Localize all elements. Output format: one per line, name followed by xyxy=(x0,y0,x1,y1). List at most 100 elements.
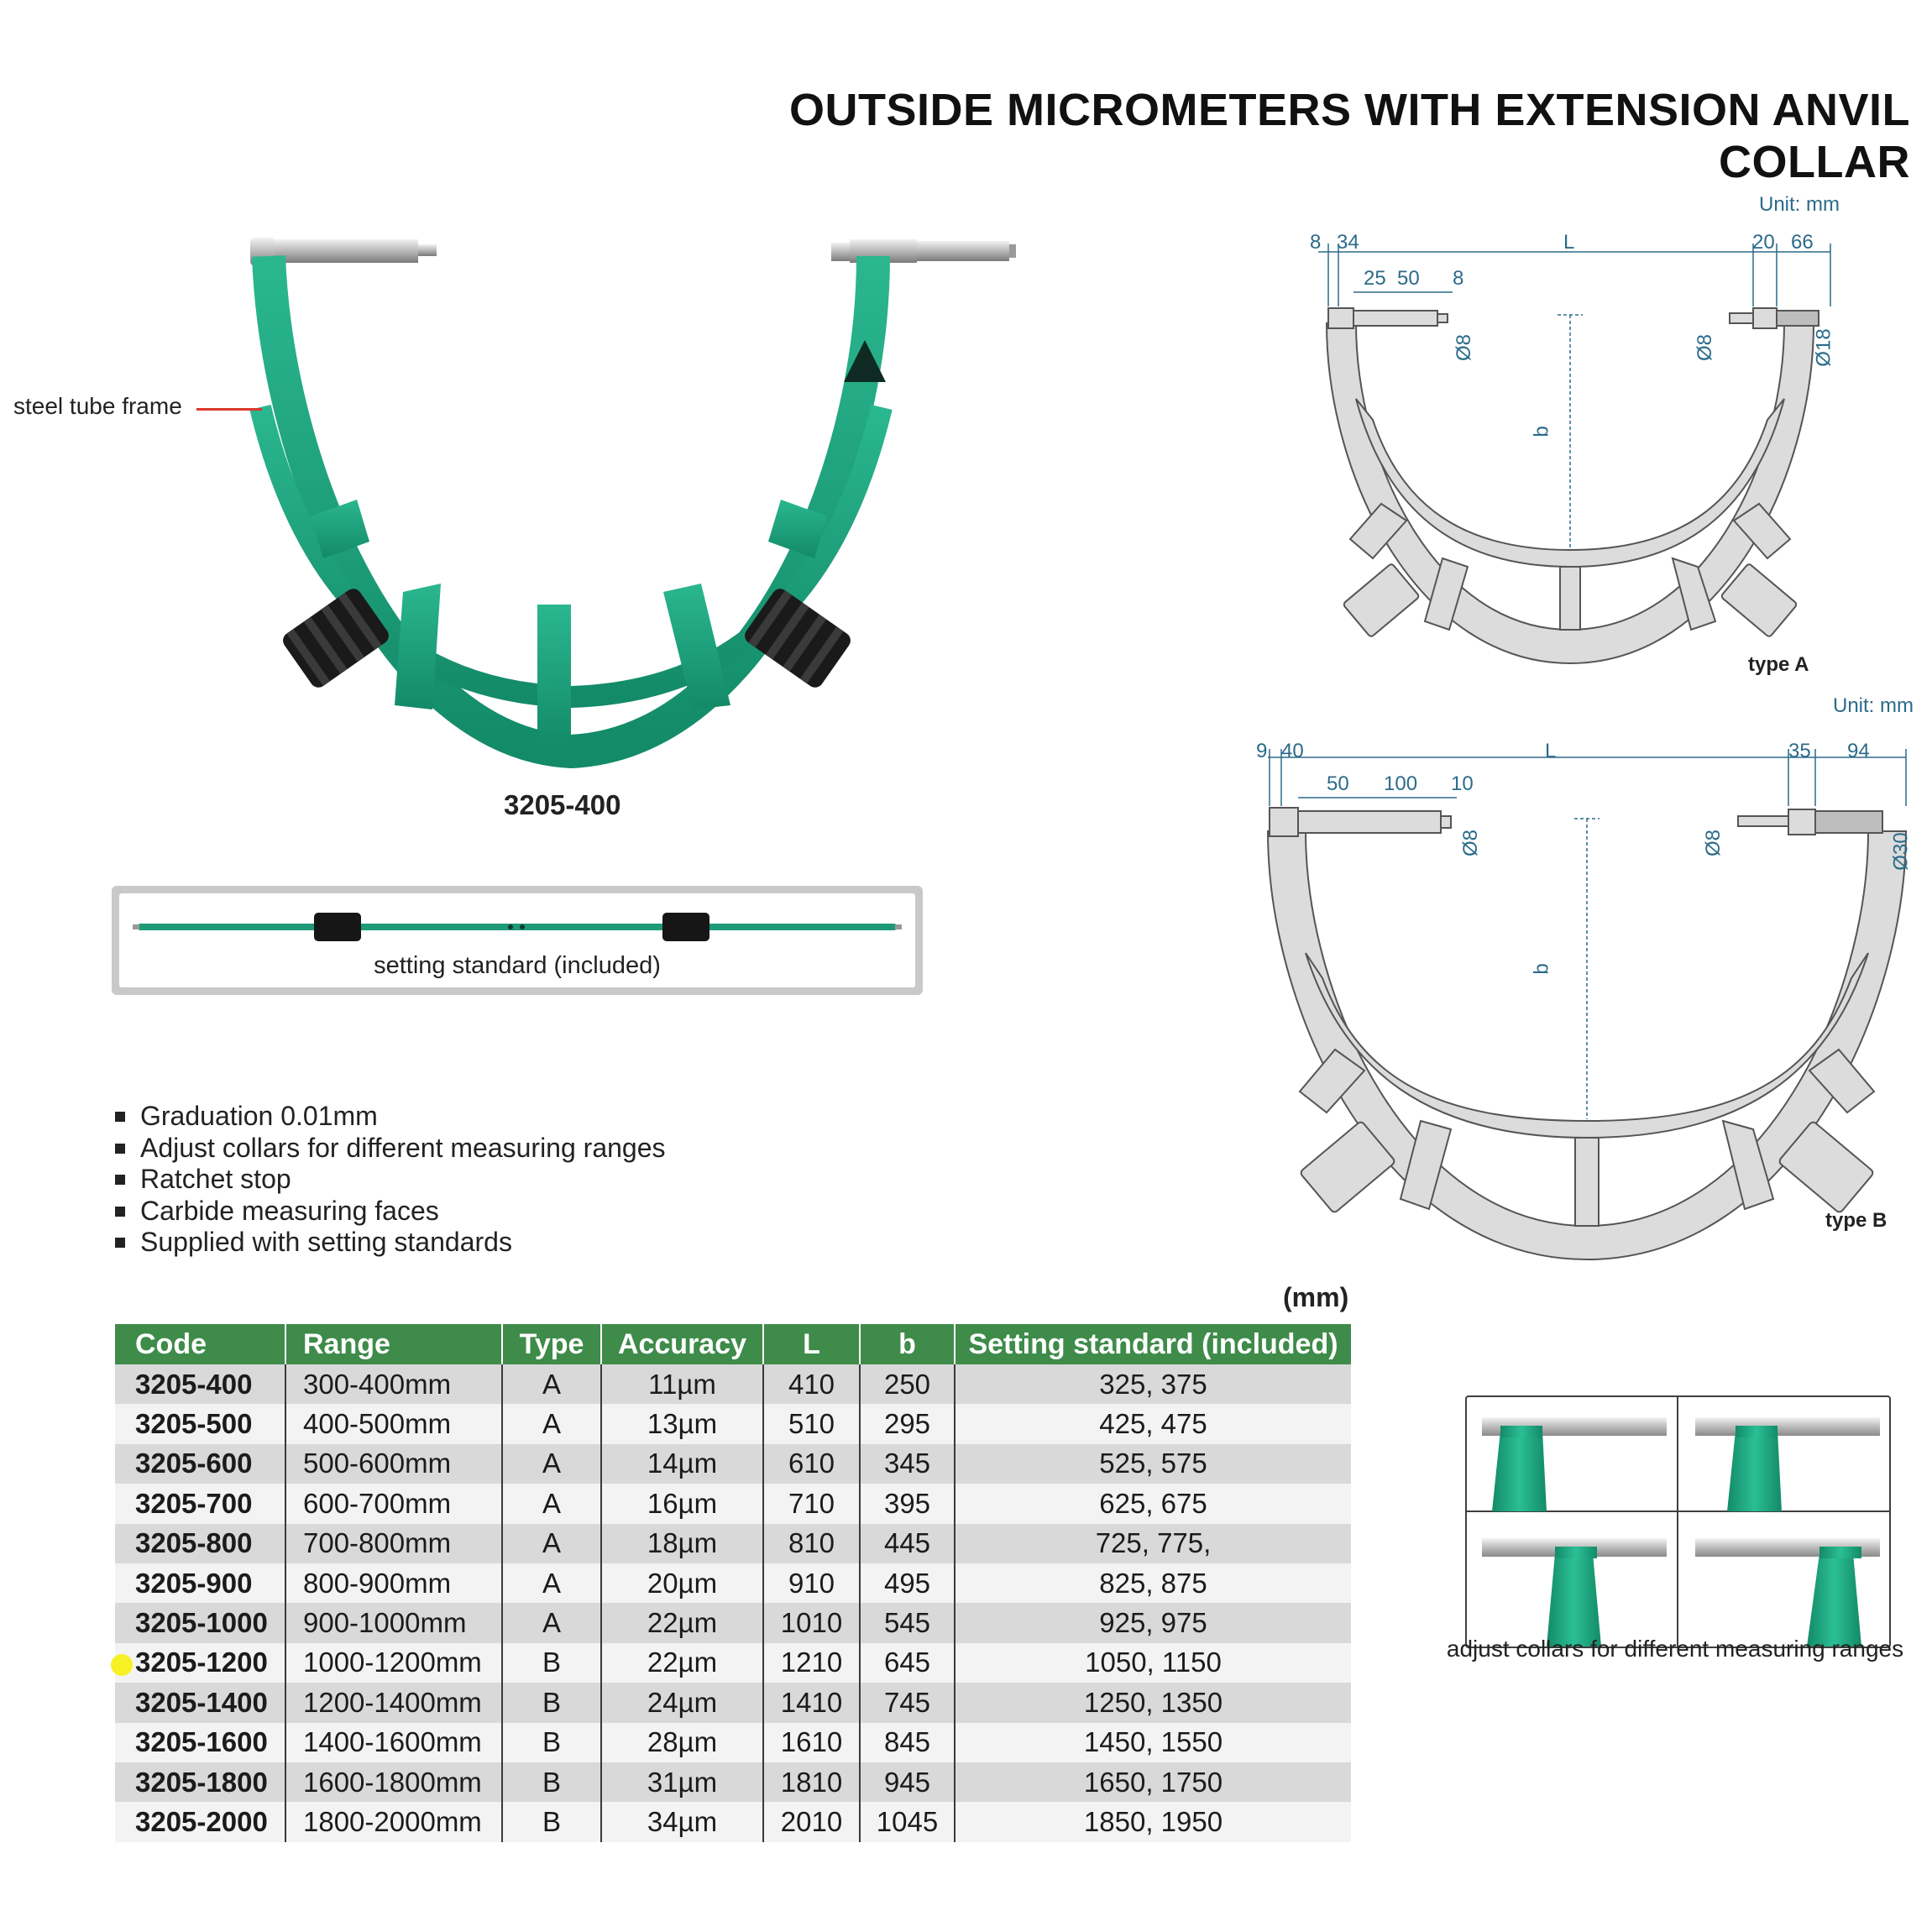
feature-item: Carbide measuring faces xyxy=(113,1196,666,1228)
cell-b: 1045 xyxy=(860,1802,956,1842)
cell-accuracy: 20µm xyxy=(601,1563,764,1604)
cell-code: 3205-900 xyxy=(115,1563,286,1604)
cell-setting-standard: 525, 575 xyxy=(955,1443,1351,1484)
cell-range: 700-800mm xyxy=(285,1523,503,1563)
cell-L: 1810 xyxy=(763,1762,861,1803)
cell-code: 3205-400 xyxy=(115,1364,286,1405)
cell-b: 395 xyxy=(860,1484,956,1524)
dim-b-dia8-right: Ø8 xyxy=(1702,829,1725,857)
table-header-row: Code Range Type Accuracy L b Setting sta… xyxy=(115,1324,1351,1364)
cell-b: 445 xyxy=(860,1523,956,1563)
frame-callout-label: steel tube frame xyxy=(13,393,182,419)
cell-accuracy: 16µm xyxy=(601,1484,764,1524)
col-header-code: Code xyxy=(115,1324,286,1364)
highlight-dot xyxy=(111,1654,133,1676)
cell-type: B xyxy=(502,1802,602,1842)
dim-a-34: 34 xyxy=(1337,231,1359,254)
cell-L: 2010 xyxy=(763,1802,861,1842)
diagram-b-unit: Unit: mm xyxy=(1833,694,1914,717)
cell-code: 3205-1800 xyxy=(115,1762,286,1803)
cell-setting-standard: 1450, 1550 xyxy=(955,1722,1351,1762)
micrometer-product-image xyxy=(249,238,1016,769)
cell-accuracy: 28µm xyxy=(601,1722,764,1762)
cell-accuracy: 14µm xyxy=(601,1443,764,1484)
cell-L: 710 xyxy=(763,1484,861,1524)
cell-type: A xyxy=(502,1404,602,1444)
feature-item: Adjust collars for different measuring r… xyxy=(113,1133,666,1165)
cell-range: 400-500mm xyxy=(285,1404,503,1444)
feature-item: Ratchet stop xyxy=(113,1164,666,1196)
page-title: OUTSIDE MICROMETERS WITH EXTENSION ANVIL… xyxy=(788,85,1910,187)
cell-b: 545 xyxy=(860,1603,956,1643)
dim-b-9: 9 xyxy=(1256,740,1268,762)
cell-range: 800-900mm xyxy=(285,1563,503,1604)
dim-a-8: 8 xyxy=(1310,231,1322,254)
col-header-range: Range xyxy=(285,1324,503,1364)
cell-range: 300-400mm xyxy=(285,1364,503,1405)
cell-accuracy: 31µm xyxy=(601,1762,764,1803)
diagram-b-type-label: type B xyxy=(1825,1209,1887,1232)
cell-code: 3205-1600 xyxy=(115,1722,286,1762)
cell-code: 3205-1200 xyxy=(115,1642,286,1683)
cell-type: A xyxy=(502,1603,602,1643)
cell-range: 1400-1600mm xyxy=(285,1722,503,1762)
bullet-square-icon xyxy=(115,1175,125,1185)
cell-b: 645 xyxy=(860,1642,956,1683)
feature-item: Supplied with setting standards xyxy=(113,1227,666,1259)
bullet-square-icon xyxy=(115,1143,125,1154)
cell-b: 345 xyxy=(860,1443,956,1484)
cell-range: 1200-1400mm xyxy=(285,1683,503,1723)
dim-a-b: b xyxy=(1530,426,1553,437)
cell-L: 410 xyxy=(763,1364,861,1405)
cell-L: 610 xyxy=(763,1443,861,1484)
cell-accuracy: 18µm xyxy=(601,1523,764,1563)
cell-setting-standard: 425, 475 xyxy=(955,1404,1351,1444)
dim-b-40: 40 xyxy=(1281,740,1304,762)
cell-setting-standard: 1850, 1950 xyxy=(955,1802,1351,1842)
cell-range: 1000-1200mm xyxy=(285,1642,503,1683)
cell-setting-standard: 725, 775, xyxy=(955,1523,1351,1563)
cell-type: B xyxy=(502,1683,602,1723)
cell-type: A xyxy=(502,1484,602,1524)
collars-photos-image xyxy=(1467,1397,1889,1647)
cell-setting-standard: 1650, 1750 xyxy=(955,1762,1351,1803)
dim-b-50: 50 xyxy=(1327,772,1349,795)
cell-code: 3205-700 xyxy=(115,1484,286,1524)
dim-a-dia8-right: Ø8 xyxy=(1694,333,1717,362)
bullet-square-icon xyxy=(115,1206,125,1217)
dim-b-10: 10 xyxy=(1451,772,1474,795)
col-header-type: Type xyxy=(502,1324,602,1364)
dim-b-94: 94 xyxy=(1847,740,1870,762)
setting-standard-rod-image xyxy=(133,913,902,941)
frame-callout-leader xyxy=(196,408,262,411)
cell-type: B xyxy=(502,1762,602,1803)
cell-type: A xyxy=(502,1364,602,1405)
cell-L: 1610 xyxy=(763,1722,861,1762)
cell-range: 1600-1800mm xyxy=(285,1762,503,1803)
cell-L: 1010 xyxy=(763,1603,861,1643)
cell-setting-standard: 325, 375 xyxy=(955,1364,1351,1405)
cell-range: 1800-2000mm xyxy=(285,1802,503,1842)
diagram-type-b xyxy=(1266,749,1908,1261)
setting-standard-caption: setting standard (included) xyxy=(374,952,661,979)
col-header-accuracy: Accuracy xyxy=(601,1324,764,1364)
setting-standard-panel: setting standard (included) xyxy=(112,886,923,995)
cell-b: 845 xyxy=(860,1722,956,1762)
cell-setting-standard: 1250, 1350 xyxy=(955,1683,1351,1723)
dim-a-66: 66 xyxy=(1791,231,1814,254)
cell-type: A xyxy=(502,1563,602,1604)
cell-accuracy: 22µm xyxy=(601,1642,764,1683)
cell-type: B xyxy=(502,1722,602,1762)
cell-type: A xyxy=(502,1443,602,1484)
spec-table: Code Range Type Accuracy L b Setting sta… xyxy=(115,1324,1351,1842)
dim-b-dia8-left: Ø8 xyxy=(1459,829,1483,857)
cell-setting-standard: 825, 875 xyxy=(955,1563,1351,1604)
cell-type: B xyxy=(502,1642,602,1683)
